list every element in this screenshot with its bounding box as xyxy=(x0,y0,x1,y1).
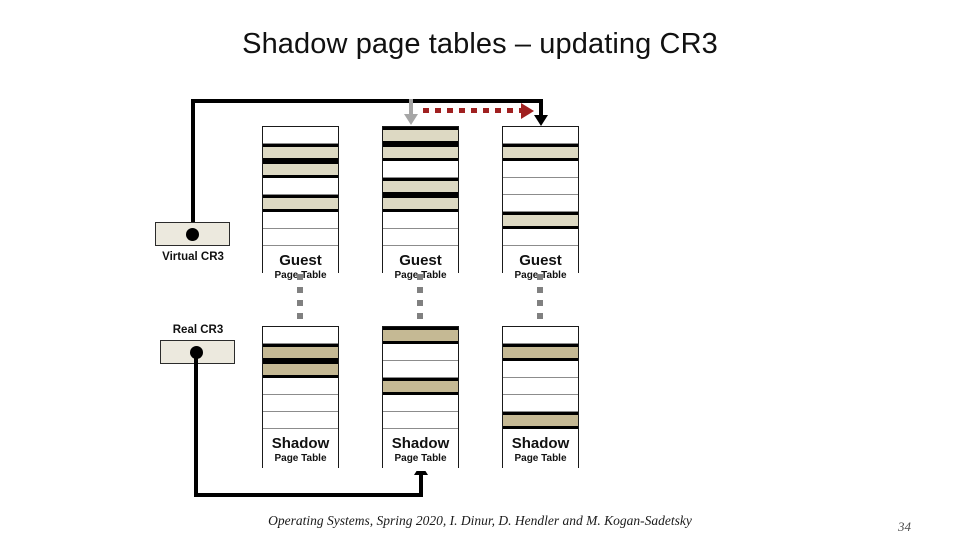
page-table-entry xyxy=(503,195,578,212)
footer-citation: Operating Systems, Spring 2020, I. Dinur… xyxy=(268,513,692,528)
page-table-entry xyxy=(263,361,338,378)
cr3-update-dotted-line xyxy=(423,108,527,113)
page-table-caption-sub: Page Table xyxy=(274,452,327,464)
guest-shadow-link-1 xyxy=(297,274,303,326)
page-table-caption-main: Guest xyxy=(519,251,562,269)
page-table-caption-main: Shadow xyxy=(511,434,570,452)
page-table-entry xyxy=(503,144,578,161)
page-table-entry xyxy=(263,229,338,246)
page-table-entry xyxy=(263,178,338,195)
page-table-entry xyxy=(383,361,458,378)
page-table-caption-main: Guest xyxy=(399,251,442,269)
page-table-entry xyxy=(263,378,338,395)
page-table-entry xyxy=(503,212,578,229)
page-table-entry xyxy=(263,395,338,412)
virtual-cr3-descender-line xyxy=(539,99,543,121)
virtual-cr3-label: Virtual CR3 xyxy=(162,251,224,263)
page-table-entry xyxy=(383,212,458,229)
page-table-entry xyxy=(263,144,338,161)
page-table-entry xyxy=(263,412,338,429)
guest-shadow-link-3 xyxy=(537,274,543,326)
page-table-entry xyxy=(383,395,458,412)
page-title: Shadow page tables – updating CR3 xyxy=(242,28,718,60)
page-table-entry xyxy=(503,161,578,178)
page-table-caption-main: Shadow xyxy=(391,434,450,452)
page-table-entry xyxy=(503,344,578,361)
page-table-entry xyxy=(503,378,578,395)
virtual-cr3-riser-line xyxy=(191,99,195,234)
page-table-entry xyxy=(383,327,458,344)
page-table-entry xyxy=(503,178,578,195)
page-table-entry xyxy=(383,412,458,429)
page-table-entry xyxy=(503,127,578,144)
real-cr3-descender-line xyxy=(194,352,198,497)
page-number: 34 xyxy=(898,519,911,534)
page-table-entry xyxy=(263,127,338,144)
guest-shadow-link-2 xyxy=(417,274,423,326)
virtual-cr3-top-line xyxy=(191,99,543,103)
page-table-caption-sub: Page Table xyxy=(394,452,447,464)
virtual-cr3-connection-dot xyxy=(186,228,199,241)
stale-pointer-line xyxy=(409,99,413,119)
page-table-entry xyxy=(263,344,338,361)
page-table-entry xyxy=(383,127,458,144)
page-table-entry xyxy=(503,327,578,344)
page-table-entry xyxy=(383,161,458,178)
page-table-entry xyxy=(383,178,458,195)
page-table-entry xyxy=(263,161,338,178)
page-table-entry xyxy=(383,195,458,212)
page-table-entry xyxy=(383,344,458,361)
page-table-caption-main: Guest xyxy=(279,251,322,269)
page-table-entry xyxy=(503,412,578,429)
real-cr3-label: Real CR3 xyxy=(172,324,224,336)
cr3-update-arrowhead-icon xyxy=(521,103,534,119)
page-table-entry xyxy=(383,378,458,395)
real-cr3-bottom-line xyxy=(194,493,423,497)
page-table-entry xyxy=(263,327,338,344)
page-table-entry xyxy=(263,212,338,229)
page-table-entry xyxy=(263,195,338,212)
page-table-entry xyxy=(503,361,578,378)
page-table-caption-sub: Page Table xyxy=(514,452,567,464)
page-table-entry xyxy=(503,395,578,412)
real-cr3-riser-line xyxy=(419,474,423,497)
page-table-caption-main: Shadow xyxy=(271,434,330,452)
stale-pointer-arrowhead-icon xyxy=(404,114,418,125)
page-table-entry xyxy=(503,229,578,246)
page-table-entry xyxy=(383,144,458,161)
virtual-cr3-arrowhead-icon xyxy=(534,115,548,126)
page-table-entry xyxy=(383,229,458,246)
